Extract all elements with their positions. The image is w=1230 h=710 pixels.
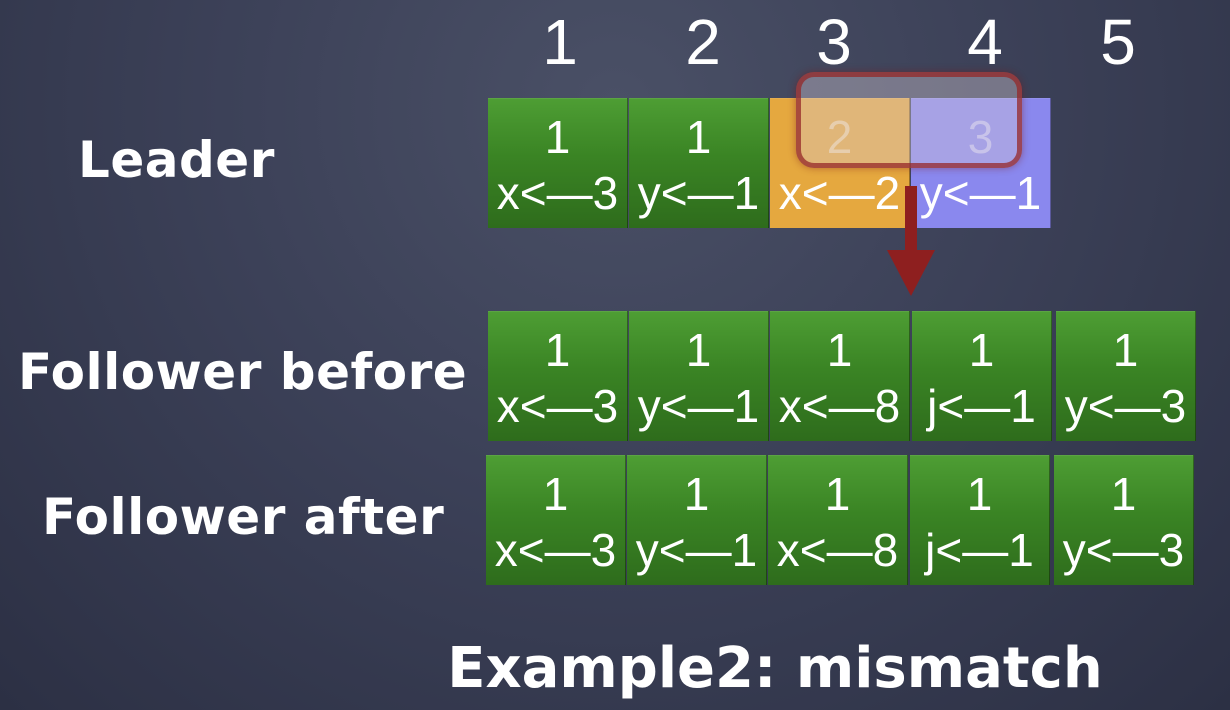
follower-before-entry-4: 1 j<—1	[912, 311, 1052, 441]
leader-entry-1: 1 x<—3	[488, 98, 628, 228]
entry-term: 1	[542, 468, 569, 520]
entry-command: y<—1	[919, 167, 1042, 219]
entry-command: x<—3	[496, 167, 619, 219]
follower-after-entry-1: 1 x<—3	[486, 455, 626, 585]
leader-entry-2: 1 y<—1	[629, 98, 769, 228]
entry-term: 1	[544, 111, 571, 163]
down-arrow-icon	[887, 186, 935, 296]
follower-after-entry-5: 1 y<—3	[1054, 455, 1194, 585]
entry-command: y<—3	[1064, 380, 1187, 432]
index-4: 4	[967, 6, 1003, 78]
follower-before-entry-1: 1 x<—3	[488, 311, 628, 441]
entry-command: j<—1	[925, 524, 1034, 576]
entry-term: 3	[967, 111, 994, 163]
follower-before-entry-2: 1 y<—1	[629, 311, 769, 441]
leader-label: Leader	[78, 131, 275, 189]
index-3: 3	[816, 6, 852, 78]
follower-after-label: Follower after	[42, 488, 445, 546]
entry-command: y<—3	[1062, 524, 1185, 576]
entry-term: 1	[1110, 468, 1137, 520]
entry-term: 2	[826, 111, 853, 163]
entry-term: 1	[824, 468, 851, 520]
entry-command: j<—1	[927, 380, 1036, 432]
follower-before-entry-5: 1 y<—3	[1056, 311, 1196, 441]
entry-command: x<—2	[778, 167, 901, 219]
index-5: 5	[1100, 6, 1136, 78]
mismatch-highlight	[796, 72, 1022, 168]
entry-command: x<—8	[776, 524, 899, 576]
entry-term: 1	[966, 468, 993, 520]
index-2: 2	[685, 6, 721, 78]
entry-term: 1	[685, 111, 712, 163]
entry-term: 1	[1112, 324, 1139, 376]
entry-term: 1	[826, 324, 853, 376]
follower-after-entry-3: 1 x<—8	[768, 455, 908, 585]
entry-command: y<—1	[637, 380, 760, 432]
entry-term: 1	[683, 468, 710, 520]
entry-command: y<—1	[637, 167, 760, 219]
entry-term: 1	[544, 324, 571, 376]
entry-command: x<—3	[496, 380, 619, 432]
slide-title: Example2: mismatch	[447, 636, 1103, 701]
follower-before-entry-3: 1 x<—8	[770, 311, 910, 441]
entry-term: 1	[685, 324, 712, 376]
entry-command: y<—1	[635, 524, 758, 576]
follower-after-entry-4: 1 j<—1	[910, 455, 1050, 585]
index-1: 1	[542, 6, 578, 78]
follower-before-label: Follower before	[18, 343, 468, 401]
follower-after-entry-2: 1 y<—1	[627, 455, 767, 585]
entry-term: 1	[968, 324, 995, 376]
entry-command: x<—8	[778, 380, 901, 432]
entry-command: x<—3	[494, 524, 617, 576]
